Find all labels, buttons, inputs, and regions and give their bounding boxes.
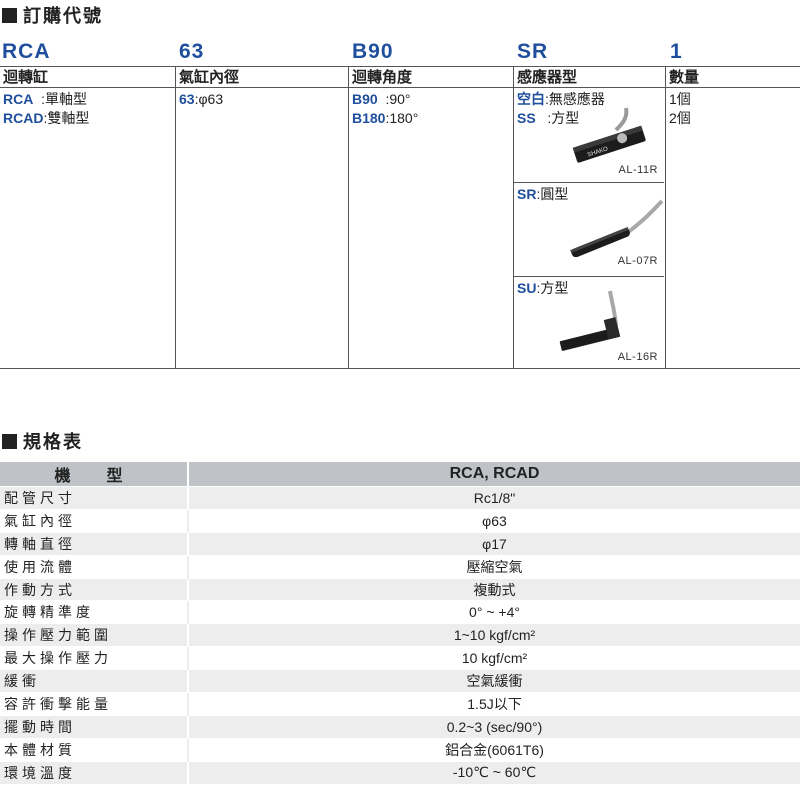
- spec-value: 10 kgf/cm²: [188, 646, 800, 671]
- sensor-option: SR:圓型: [517, 186, 569, 202]
- code-sensor: SR: [517, 40, 549, 63]
- spec-row: 配管尺寸 Rc1/8": [0, 486, 800, 510]
- spec-label: 最大操作壓力: [0, 646, 189, 671]
- spec-table: 機 型 RCA, RCAD 配管尺寸 Rc1/8" 氣缸內徑 φ63 轉軸直徑 …: [0, 462, 800, 785]
- sensor-cell-ss: 空白:無感應器 SS :方型 SHAKO AL-11R: [514, 88, 664, 183]
- header-type: 迴轉缸: [0, 67, 176, 88]
- type-column: RCA :單軸型 RCAD:雙軸型: [0, 88, 176, 369]
- order-code-table: RCA 63 B90 SR 1 迴轉缸 氣缸內徑 迴轉角度 感應器型 數量 RC…: [0, 40, 800, 369]
- code-qty: 1: [670, 40, 683, 63]
- spec-row: 容許衝擊能量 1.5J以下: [0, 692, 800, 716]
- spec-header-row: 機 型 RCA, RCAD: [0, 462, 800, 487]
- spec-value: 空氣緩衝: [188, 669, 800, 694]
- spec-value: 1~10 kgf/cm²: [188, 623, 800, 648]
- spec-label: 緩衝: [0, 669, 189, 694]
- order-body-row: RCA :單軸型 RCAD:雙軸型 63:φ63 B90 :90° B180:1…: [0, 88, 800, 369]
- type-option: RCA :單軸型: [3, 91, 88, 107]
- spec-row: 氣缸內徑 φ63: [0, 509, 800, 533]
- type-option: RCAD:雙軸型: [3, 110, 90, 126]
- spec-label: 轉軸直徑: [0, 532, 189, 556]
- header-bore: 氣缸內徑: [176, 67, 349, 88]
- spec-value: φ17: [188, 532, 800, 556]
- spec-row: 擺動時間 0.2~3 (sec/90°): [0, 715, 800, 739]
- header-angle: 迴轉角度: [349, 67, 514, 88]
- sensor-model-label: AL-16R: [617, 351, 658, 363]
- header-qty: 數量: [669, 69, 700, 86]
- spec-row: 轉軸直徑 φ17: [0, 532, 800, 556]
- spec-row: 環境溫度 -10℃ ~ 60℃: [0, 761, 800, 785]
- spec-label: 本體材質: [0, 738, 189, 762]
- spec-value: 壓縮空氣: [188, 555, 800, 579]
- code-angle: B90: [352, 40, 394, 63]
- order-title-text: 訂購代號: [23, 6, 103, 26]
- code-bore: 63: [179, 40, 205, 63]
- spec-value: φ63: [188, 509, 800, 533]
- spec-header-label: 機 型: [0, 462, 189, 487]
- spec-value: -10℃ ~ 60℃: [188, 761, 800, 785]
- spec-value: 1.5J以下: [188, 692, 800, 716]
- spec-section-title: 規格表: [2, 428, 83, 454]
- sensor-cell-su: SU:方型 AL-16R: [514, 277, 664, 369]
- order-header-row: 迴轉缸 氣缸內徑 迴轉角度 感應器型 數量: [0, 66, 800, 88]
- spec-label: 容許衝擊能量: [0, 692, 189, 716]
- sensor-model-label: AL-11R: [618, 164, 658, 176]
- sensor-option: SU:方型: [517, 280, 569, 296]
- sensor-cell-sr: SR:圓型 AL-07R: [514, 183, 664, 277]
- spec-label: 旋轉精準度: [0, 600, 189, 625]
- u-sensor-image: [559, 290, 621, 351]
- spec-row: 使用流體 壓縮空氣: [0, 555, 800, 579]
- spec-title-text: 規格表: [23, 432, 83, 452]
- qty-option: 2個: [669, 110, 691, 126]
- spec-label: 擺動時間: [0, 715, 189, 739]
- square-bullet-icon: [2, 433, 17, 449]
- spec-label: 使用流體: [0, 555, 189, 579]
- header-sensor: 感應器型: [514, 67, 666, 88]
- spec-value: 鋁合金(6061T6): [188, 738, 800, 762]
- square-bullet-icon: [2, 7, 17, 23]
- order-code-row: RCA 63 B90 SR 1: [0, 40, 800, 66]
- spec-label: 氣缸內徑: [0, 509, 189, 533]
- spec-row: 緩衝 空氣緩衝: [0, 669, 800, 694]
- spec-value: 複動式: [188, 578, 800, 602]
- sensor-model-label: AL-07R: [617, 255, 658, 267]
- spec-row: 本體材質 鋁合金(6061T6): [0, 738, 800, 762]
- square-sensor-image: SHAKO: [572, 107, 646, 163]
- round-sensor-image: [570, 199, 664, 257]
- spec-row: 旋轉精準度 0° ~ +4°: [0, 600, 800, 625]
- spec-label: 作動方式: [0, 578, 189, 602]
- angle-column: B90 :90° B180:180°: [349, 88, 514, 369]
- spec-value: Rc1/8": [188, 486, 800, 510]
- spec-row: 操作壓力範圍 1~10 kgf/cm²: [0, 623, 800, 648]
- sensor-option: SS :方型: [517, 110, 580, 126]
- qty-column: 1個 2個: [666, 88, 800, 369]
- sensor-column: 空白:無感應器 SS :方型 SHAKO AL-11R: [514, 88, 666, 369]
- bore-option: 63:φ63: [179, 91, 224, 107]
- spec-value: 0° ~ +4°: [188, 600, 800, 625]
- spec-label: 操作壓力範圍: [0, 623, 189, 648]
- code-type: RCA: [2, 40, 51, 63]
- spec-row: 作動方式 複動式: [0, 578, 800, 602]
- qty-option: 1個: [669, 91, 691, 107]
- spec-row: 最大操作壓力 10 kgf/cm²: [0, 646, 800, 671]
- order-section-title: 訂購代號: [2, 2, 103, 28]
- spec-label: 配管尺寸: [0, 486, 189, 510]
- angle-option: B90 :90°: [352, 91, 411, 107]
- sensor-option: 空白:無感應器: [517, 91, 605, 107]
- bore-column: 63:φ63: [176, 88, 349, 369]
- spec-header-value: RCA, RCAD: [188, 462, 800, 487]
- spec-value: 0.2~3 (sec/90°): [188, 715, 800, 739]
- spec-label: 環境溫度: [0, 761, 189, 785]
- angle-option: B180:180°: [352, 110, 419, 126]
